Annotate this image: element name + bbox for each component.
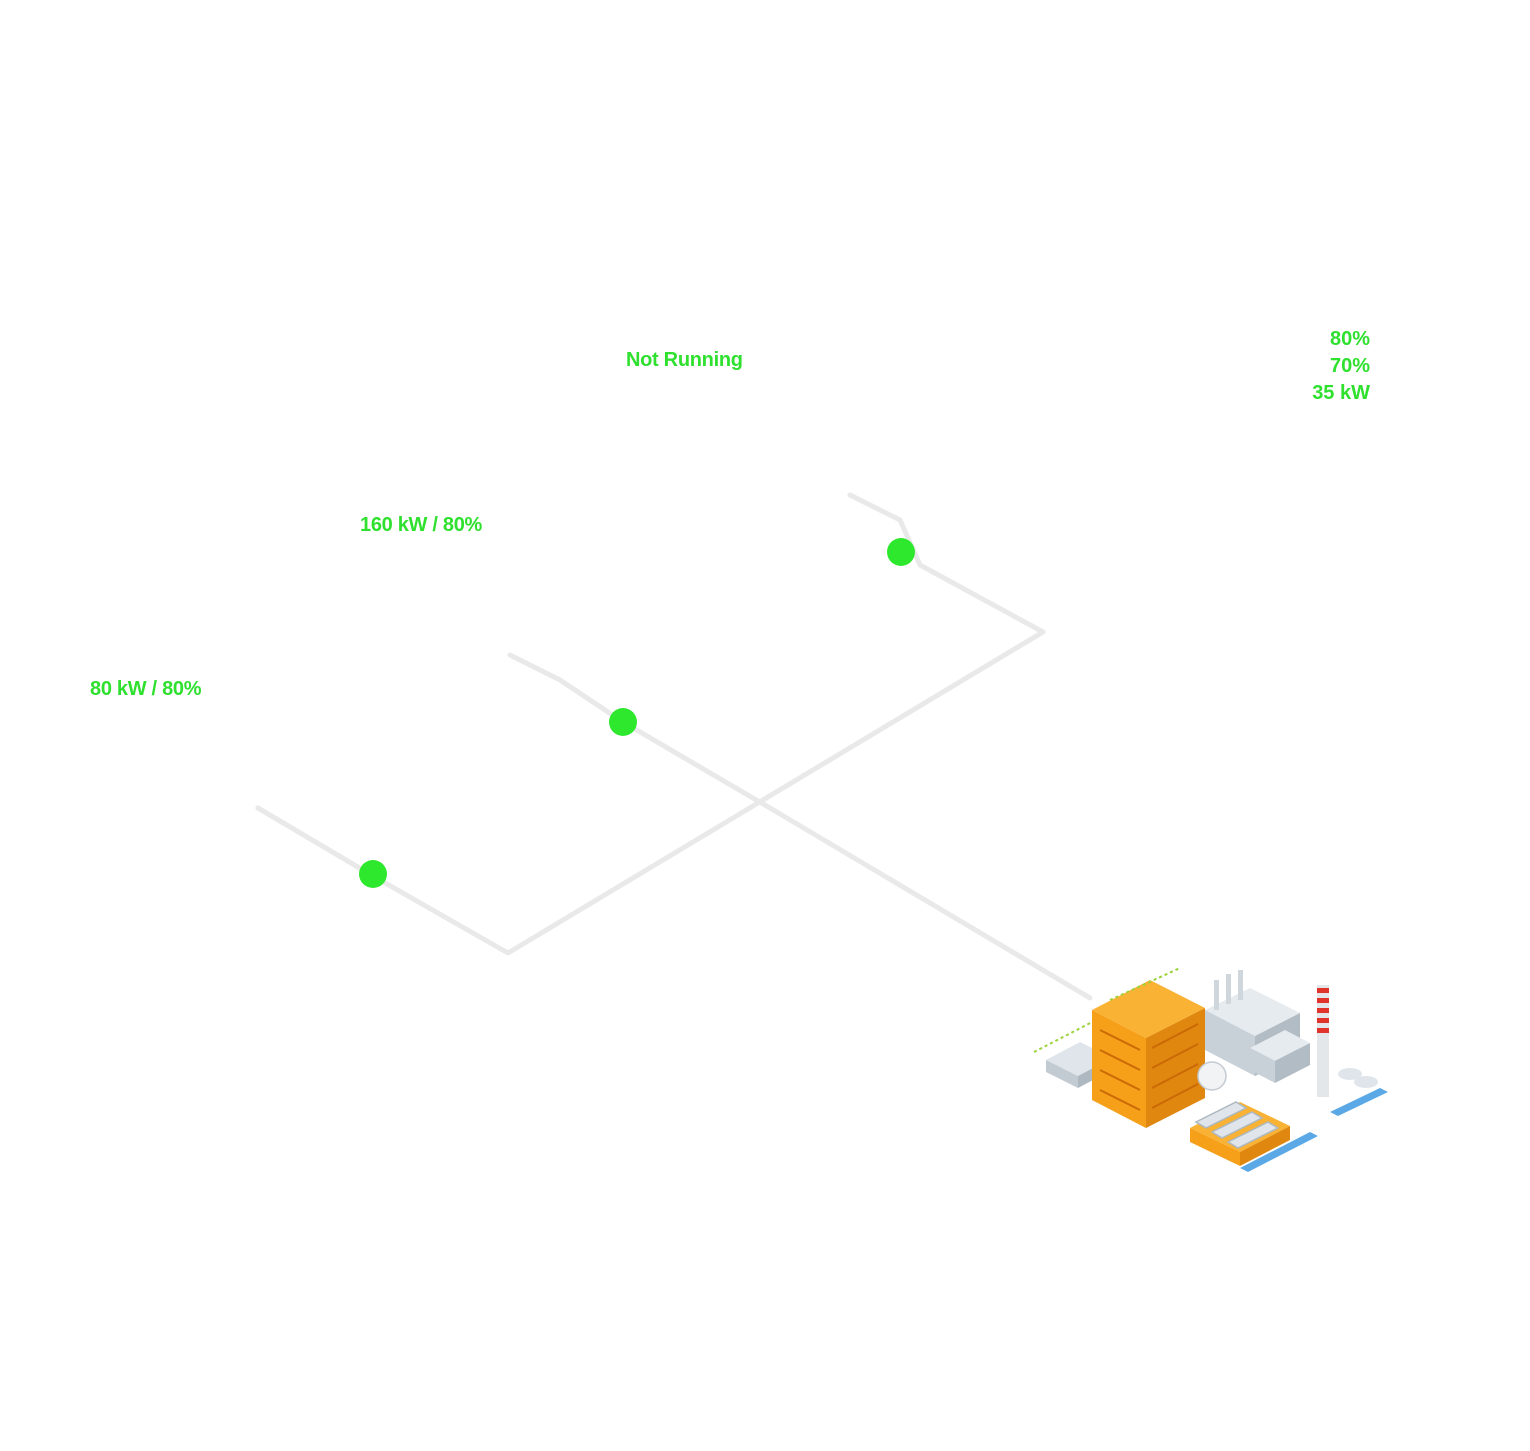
cable-gen1 [255,805,376,879]
factory-icon [1033,967,1388,1172]
plant-stat-2: 70% [1329,355,1370,377]
status-indicator-dot [609,708,637,736]
generator-3-label: Not Running [626,349,743,371]
status-indicator-dot [887,538,915,566]
plant-stats: 80% 70% 35 kW [1312,326,1370,407]
status-indicator-dot [359,860,387,888]
cable-gen2 [507,652,1093,1001]
plant-stat-3: 35 kW [1312,382,1370,404]
cable-network [255,492,1093,1001]
generator-2-label: 160 kW / 80% [360,514,483,536]
plant-stat-1: 80% [1329,328,1370,350]
generator-1-label: 80 kW / 80% [90,678,202,700]
